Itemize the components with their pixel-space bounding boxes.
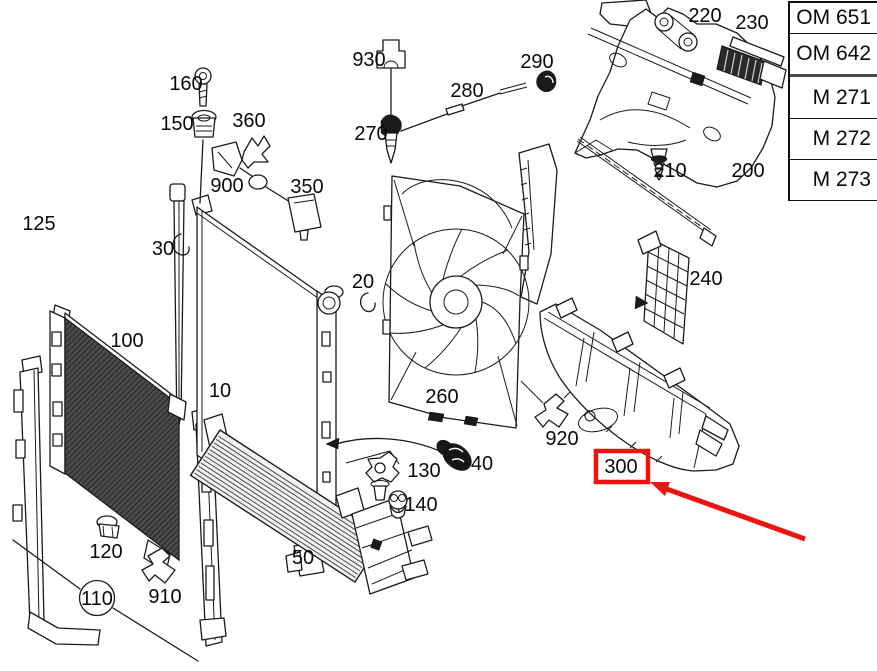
sensor-270 xyxy=(380,114,402,164)
mounting-bracket-right xyxy=(518,143,558,305)
screw-160 xyxy=(194,67,212,107)
part-label-40[interactable]: 40 xyxy=(471,453,493,475)
engine-code-om651[interactable]: OM 651 xyxy=(790,3,877,34)
cap-150 xyxy=(191,109,217,204)
part-label-30[interactable]: 30 xyxy=(152,238,174,260)
plug-120 xyxy=(96,515,120,539)
part-label-140[interactable]: 140 xyxy=(404,494,437,516)
callout-110[interactable] xyxy=(12,539,199,662)
frame-rail-left-outer xyxy=(12,355,101,646)
part-label-260[interactable]: 260 xyxy=(425,386,458,408)
part-label-230[interactable]: 230 xyxy=(735,12,768,34)
part-label-350[interactable]: 350 xyxy=(290,176,323,198)
part-label-100[interactable]: 100 xyxy=(110,330,143,352)
intercooler-50 xyxy=(189,413,433,595)
part-label-900[interactable]: 900 xyxy=(210,175,243,197)
grommet-290 xyxy=(536,70,557,93)
part-label-200[interactable]: 200 xyxy=(731,160,764,182)
bushing-140 xyxy=(388,490,408,519)
filter-230 xyxy=(716,36,787,89)
clip-30 xyxy=(172,233,190,256)
part-label-300[interactable]: 300 xyxy=(604,456,637,478)
part-label-360[interactable]: 360 xyxy=(232,110,265,132)
clip-20 xyxy=(359,292,376,313)
clip-920 xyxy=(520,380,569,428)
part-label-240[interactable]: 240 xyxy=(689,268,722,290)
part-label-20[interactable]: 20 xyxy=(352,271,374,293)
part-label-130[interactable]: 130 xyxy=(407,460,440,482)
part-label-220[interactable]: 220 xyxy=(688,5,721,27)
clip-210 xyxy=(650,148,668,181)
part-label-930[interactable]: 930 xyxy=(352,49,385,71)
bowden-line-280 xyxy=(400,82,528,132)
bracket-900 xyxy=(211,141,291,203)
engine-code-om642[interactable]: OM 642 xyxy=(790,34,877,77)
part-label-210[interactable]: 210 xyxy=(653,160,686,182)
air-duct-300 xyxy=(539,297,740,472)
clip-910 xyxy=(141,547,176,584)
pointer-arrow-head xyxy=(650,482,670,496)
part-label-150[interactable]: 150 xyxy=(160,113,193,135)
fan-shroud-260 xyxy=(382,175,530,429)
part-label-120[interactable]: 120 xyxy=(89,541,122,563)
part-label-50[interactable]: 50 xyxy=(292,547,314,569)
part-label-280[interactable]: 280 xyxy=(450,80,483,102)
part-label-125[interactable]: 125 xyxy=(22,213,55,235)
selection-annotation[interactable] xyxy=(593,448,806,542)
highlight-box[interactable] xyxy=(593,448,651,485)
engine-code-table: OM 651 OM 642 M 271 M 272 M 273 xyxy=(788,1,877,201)
engine-code-m271[interactable]: M 271 xyxy=(790,77,877,119)
sealing-strip xyxy=(576,136,717,247)
part-label-910[interactable]: 910 xyxy=(148,586,181,608)
part-label-160[interactable]: 160 xyxy=(169,73,202,95)
part-callouts: 930 160 150 360 290 280 270 900 350 220 230 210 200 1… xyxy=(22,5,768,610)
part-label-920[interactable]: 920 xyxy=(545,428,578,450)
pointer-arrow-line xyxy=(663,485,806,542)
part-label-110[interactable]: 110 xyxy=(81,588,113,610)
engine-mount-130 xyxy=(345,450,400,501)
sensor-350 xyxy=(287,193,322,241)
clip-360 xyxy=(241,135,271,169)
air-baffle-240 xyxy=(634,230,690,345)
part-label-290[interactable]: 290 xyxy=(520,51,553,73)
bracket-220 xyxy=(654,12,698,52)
engine-code-m273[interactable]: M 273 xyxy=(790,160,877,201)
part-label-10[interactable]: 10 xyxy=(209,380,231,402)
engine-code-m272[interactable]: M 272 xyxy=(790,119,877,160)
grommet-40 xyxy=(325,437,472,471)
part-label-270[interactable]: 270 xyxy=(354,123,387,145)
clip-930 xyxy=(376,39,406,115)
